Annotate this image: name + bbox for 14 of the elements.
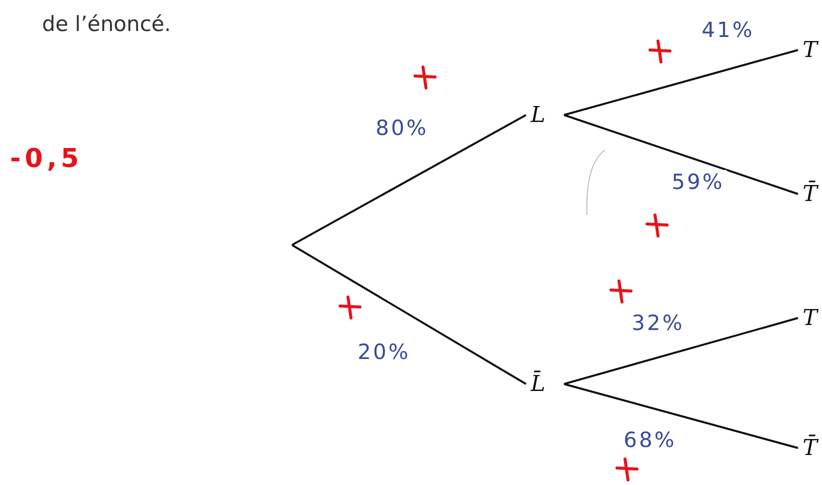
- branch-line: [564, 114, 798, 195]
- event-label: L̄: [526, 370, 550, 398]
- branch-line: [564, 49, 798, 116]
- event-label: T: [798, 304, 822, 332]
- branch-line: [564, 383, 798, 449]
- event-label: T̄: [798, 434, 822, 462]
- event-label: L: [526, 101, 550, 129]
- branch-line: [291, 244, 527, 385]
- branch-line: [292, 114, 526, 246]
- event-label: T̄: [798, 180, 822, 208]
- score-note: -0,5: [10, 144, 83, 174]
- branch-line: [564, 317, 798, 385]
- instruction-text: de l’énoncé.: [42, 12, 171, 36]
- event-label: T: [798, 36, 822, 64]
